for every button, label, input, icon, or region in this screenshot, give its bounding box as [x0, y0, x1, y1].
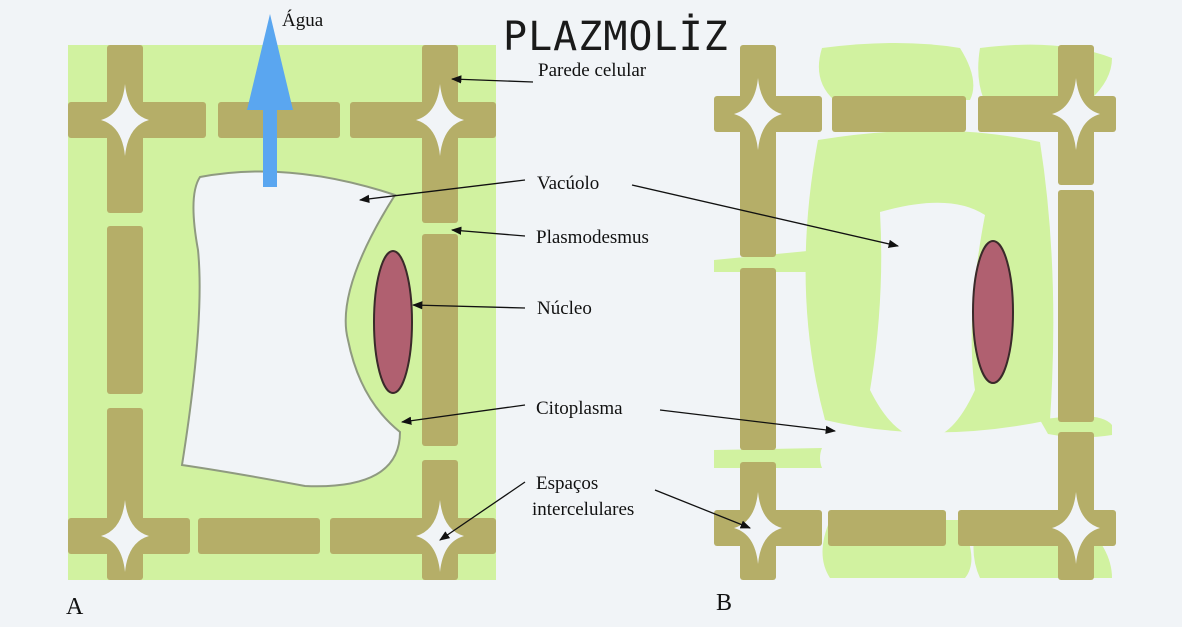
pointer-vacuole-b — [631, 184, 900, 248]
pointer-vacuole-a — [358, 179, 526, 204]
label-vacuole: Vacúolo — [537, 173, 599, 194]
intercellular-space — [734, 78, 782, 150]
wall-segment — [740, 45, 776, 257]
intercellular-space — [101, 84, 149, 156]
label-plasmodesmus: Plasmodesmus — [536, 227, 649, 248]
panel-label-a: A — [66, 594, 84, 620]
panel-b-plasmolysed-cell — [714, 43, 1116, 580]
label-cytoplasm: Citoplasma — [536, 398, 623, 419]
vacuole — [870, 202, 985, 439]
wall-segment — [107, 226, 143, 394]
diagram-title: PLAZMOLİZ — [503, 12, 729, 60]
wall-segment — [198, 518, 320, 554]
pointer-intercellular-a — [439, 481, 526, 541]
pointer-plasmodesmus — [450, 226, 526, 237]
panel-a-turgid-cell — [68, 14, 496, 580]
label-intercellular-line1: Espaços — [536, 473, 598, 494]
pointer-cell-wall — [450, 75, 534, 84]
panel-label-b: B — [716, 590, 732, 616]
nucleus — [972, 240, 1014, 384]
nucleus — [373, 250, 413, 394]
label-cell-wall: Parede celular — [538, 60, 647, 81]
label-intercellular-line2: intercelulares — [532, 499, 634, 520]
vacuole — [180, 170, 402, 488]
intercellular-space — [1052, 492, 1100, 564]
label-water: Água — [282, 9, 324, 31]
intercellular-space — [1052, 78, 1100, 150]
water-arrow-icon — [247, 14, 293, 187]
label-pointers — [358, 75, 900, 541]
left-protoplast-top — [714, 250, 818, 272]
intercellular-space — [416, 84, 464, 156]
pointer-cytoplasm-b — [659, 409, 837, 435]
label-nucleus: Núcleo — [537, 298, 592, 319]
wall-segment — [1058, 190, 1094, 422]
upper-protoplast — [818, 43, 974, 100]
pointer-intercellular-b — [654, 489, 751, 529]
wall-segment — [330, 518, 496, 554]
intercellular-space — [101, 500, 149, 572]
wall-segment — [422, 234, 458, 446]
intercellular-space — [734, 492, 782, 564]
wall-segment — [832, 96, 966, 132]
pointer-cytoplasm-a — [400, 404, 526, 425]
wall-segment — [740, 268, 776, 450]
right-protoplast — [1040, 416, 1112, 438]
pointer-nucleus — [411, 301, 526, 310]
wall-segment — [218, 102, 340, 138]
wall-segment — [828, 510, 946, 546]
